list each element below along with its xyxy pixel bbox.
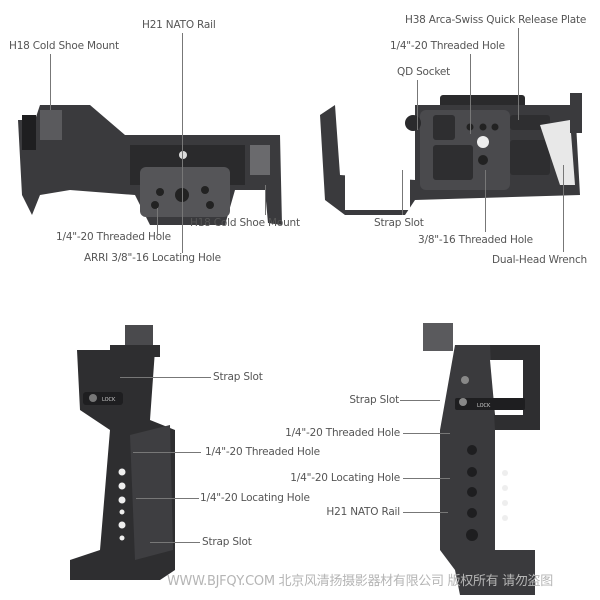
label-arca-swiss-plate: H38 Arca-Swiss Quick Release Plate (405, 14, 587, 26)
label-locating-hole: 1/4"-20 Locating Hole (290, 472, 400, 484)
lock-text: LOCK (102, 397, 116, 403)
label-threaded-hole: 1/4"-20 Threaded Hole (56, 231, 171, 243)
leader-line (485, 170, 486, 232)
leader-line (265, 185, 266, 215)
leader-line (417, 80, 418, 130)
label-nato-rail: H21 NATO Rail (142, 19, 216, 31)
leader-line (403, 478, 450, 479)
label-locating-hole: 1/4"-20 Locating Hole (200, 492, 310, 504)
leader-line (402, 170, 403, 215)
label-qd-socket: QD Socket (397, 66, 451, 78)
cage-front-view-left: LOCK (70, 325, 175, 580)
leader-line (120, 377, 211, 378)
leader-line (150, 542, 200, 543)
label-strap-slot-bottom: Strap Slot (202, 536, 252, 548)
label-threaded-hole: 1/4"-20 Threaded Hole (285, 427, 400, 439)
lock-text: LOCK (477, 403, 491, 409)
leader-line (470, 54, 471, 134)
leader-line (50, 54, 51, 110)
cage-side-view-right (320, 93, 582, 215)
label-arri-locating-hole: ARRI 3/8"-16 Locating Hole (84, 252, 221, 264)
label-strap-slot: Strap Slot (349, 394, 399, 406)
cage-top-view-left (18, 105, 282, 225)
leader-line (133, 452, 201, 453)
leader-line (182, 33, 183, 253)
leader-line (157, 208, 158, 236)
label-threaded-hole: 1/4"-20 Threaded Hole (390, 40, 505, 52)
watermark: WWW.BJFQY.COM 北京风清扬摄影器材有限公司 版权所有 请勿盗图 (167, 574, 553, 589)
leader-line (400, 400, 440, 401)
leader-line (403, 433, 450, 434)
label-threaded-hole: 1/4"-20 Threaded Hole (205, 446, 320, 458)
leader-line (136, 498, 199, 499)
leader-line (518, 28, 519, 120)
leader-line (403, 512, 448, 513)
cage-rear-view-right: LOCK (423, 323, 540, 595)
label-strap-slot: Strap Slot (374, 217, 424, 229)
leader-line (563, 165, 564, 252)
label-strap-slot-top: Strap Slot (213, 371, 263, 383)
label-dual-head-wrench: Dual-Head Wrench (492, 254, 588, 266)
label-nato-rail: H21 NATO Rail (326, 506, 400, 518)
label-cold-shoe-mount-left: H18 Cold Shoe Mount (9, 40, 119, 52)
label-threaded-hole-38: 3/8"-16 Threaded Hole (418, 234, 533, 246)
label-cold-shoe-mount-right: H18 Cold Shoe Mount (190, 217, 300, 229)
